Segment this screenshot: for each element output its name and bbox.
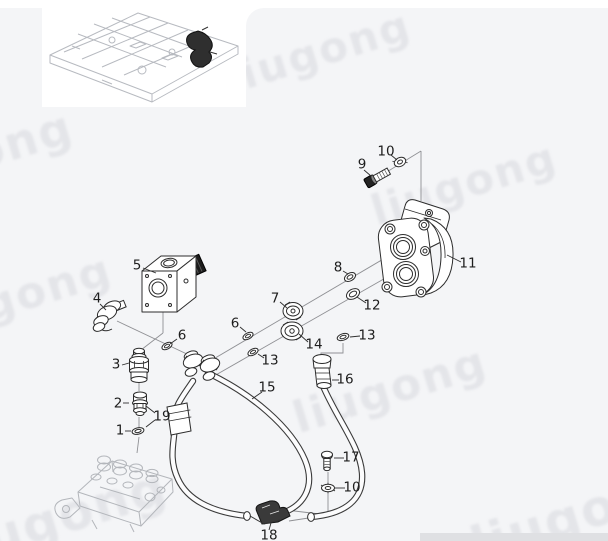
o-ring-12: [345, 288, 361, 300]
o-ring-8: [343, 272, 357, 282]
machine-thumbnail[interactable]: [42, 0, 246, 107]
hose-assembly: [166, 369, 366, 522]
highlighted-hose-kit: [186, 26, 218, 68]
hose-16: [307, 382, 366, 521]
machine-frame-drawing: [49, 12, 239, 103]
leader-lines: [99, 154, 462, 531]
o-rings: [131, 156, 408, 494]
o-ring-13b: [336, 332, 350, 342]
fitting-2: [132, 391, 148, 416]
elbow-fitting-4: [92, 299, 127, 332]
o-ring-13a: [247, 347, 259, 357]
o-ring-6a: [161, 341, 173, 351]
o-ring-1: [131, 427, 145, 435]
hose-clamp-18: [249, 500, 291, 525]
bolt-9: [363, 167, 392, 189]
bolt-17: [321, 450, 333, 472]
hose-left-drop: [169, 377, 251, 520]
plug-fitting-7: [282, 301, 304, 321]
control-valve-ghost: [54, 455, 174, 533]
washer-10-bottom: [320, 482, 336, 494]
construction-lines: [116, 150, 422, 522]
plug-fitting-14: [280, 321, 304, 341]
hose-15: [204, 369, 313, 519]
bottom-edge-strip: [420, 533, 608, 541]
fitting-16-end: [312, 354, 332, 389]
fitting-3: [129, 347, 149, 383]
manifold-block-5: [141, 253, 207, 313]
o-ring-6b: [242, 331, 254, 341]
panel-corner: [246, 8, 264, 26]
hose-elbow-fittings: [182, 350, 221, 381]
motor-11: [377, 199, 454, 298]
hose-ferrule: [166, 402, 192, 436]
